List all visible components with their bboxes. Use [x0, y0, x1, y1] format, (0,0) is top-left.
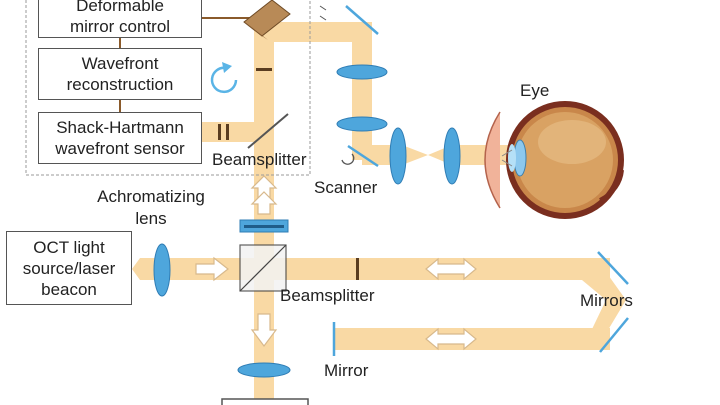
- arrow-up-1: [250, 175, 278, 199]
- deformable-mirror-control-label: Deformable mirror control: [69, 0, 171, 36]
- beamsplitter-bottom-label: Beamsplitter: [280, 286, 375, 305]
- beam-paths: [140, 22, 626, 405]
- mirror-right-upper: [597, 251, 629, 285]
- bottom-detector-box: [221, 398, 309, 405]
- deformable-mirror-control-box: Deformable mirror control: [38, 0, 202, 38]
- scanner-label: Scanner: [314, 178, 378, 197]
- arrow-down: [250, 313, 278, 347]
- arrow-up-2: [250, 191, 278, 215]
- shack-hartmann-sensor-label: Shack-Hartmann wavefront sensor: [55, 118, 185, 158]
- mirror-right-lower: [599, 317, 629, 353]
- achromatizing-lens: [239, 219, 289, 233]
- scanner-mirror: [347, 144, 379, 168]
- eye-illustration: [484, 101, 624, 219]
- oct-light-source-label: OCT light source/laser beacon: [22, 237, 116, 299]
- wavefront-reconstruction-box: Wavefront reconstruction: [38, 48, 202, 100]
- eye-lens-2: [443, 127, 461, 185]
- oct-source-beam-tip: [132, 258, 140, 280]
- mirror-label: Mirror: [324, 361, 369, 380]
- feedback-loop-arrow: [210, 62, 238, 94]
- wavefront-reconstruction-label: Wavefront reconstruction: [66, 54, 174, 94]
- fold-mirror-top: [345, 5, 379, 35]
- beam-markers: [218, 68, 359, 280]
- eye-lens-1: [389, 127, 407, 185]
- deformable-mirror: [243, 0, 291, 40]
- beam-vertical-main: [254, 25, 274, 405]
- arrow-bidirectional-return: [425, 327, 477, 351]
- relay-lens-1: [336, 64, 388, 80]
- beam-relay-cone-2: [352, 100, 372, 120]
- direction-arrows: [195, 175, 477, 351]
- shack-hartmann-sensor-box: Shack-Hartmann wavefront sensor: [38, 112, 202, 164]
- beamsplitter-top-label: Beamsplitter: [212, 150, 307, 169]
- oct-source-lens: [153, 243, 171, 297]
- relay-lens-2: [336, 116, 388, 132]
- beam-to-sensor: [202, 122, 262, 142]
- mirrors-label: Mirrors: [580, 291, 633, 310]
- arrow-bidirectional-main: [425, 257, 477, 281]
- scanner-rotation-mark: [341, 153, 355, 165]
- achromatizing-lens-label: Achromatizing lens: [97, 187, 205, 228]
- oct-light-source-box: OCT light source/laser beacon: [6, 231, 132, 305]
- bottom-lens: [237, 362, 291, 378]
- eye-label: Eye: [520, 81, 550, 100]
- fold-mirror-mark: [319, 5, 327, 21]
- control-frame-dashed: [25, 0, 311, 176]
- lower-beamsplitter-cube: [239, 244, 287, 292]
- beam-to-eye-cone-1: [402, 145, 428, 165]
- beam-relay-cone-1: [352, 75, 372, 100]
- beam-right-loop: [582, 258, 626, 350]
- top-beamsplitter-plate: [247, 113, 289, 149]
- control-connectors: [119, 17, 250, 112]
- arrow-right-oct: [195, 256, 229, 282]
